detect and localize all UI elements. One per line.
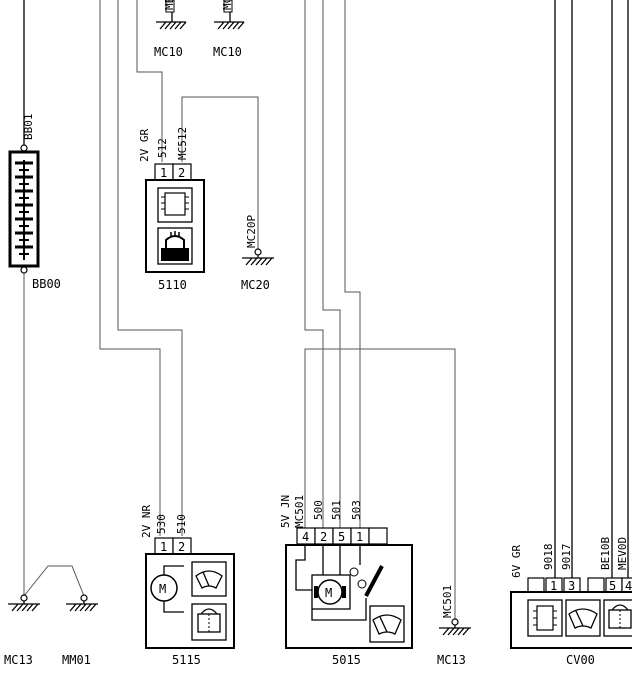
connector-cv00-wire-1: 9018 xyxy=(542,544,555,571)
connector-cv00-wire-3: BE10B xyxy=(599,537,612,570)
wire-label-top-me: ME xyxy=(163,0,176,10)
ground-label-mc10-b: MC10 xyxy=(213,45,242,59)
ground-label-mc10-a: MC10 xyxy=(154,45,183,59)
connector-cv00-pin-3: 5 xyxy=(609,579,616,593)
wiper-motor-icon: M xyxy=(295,545,384,621)
svg-text:M: M xyxy=(325,586,332,600)
ground-label-mc13-a: MC13 xyxy=(4,653,33,667)
connector-5115: 1 2 xyxy=(154,537,192,555)
wire-label-top-mc: MC xyxy=(221,0,234,10)
connector-5115-wire-1: 530 xyxy=(155,514,168,534)
node-bb01 xyxy=(20,144,28,152)
wiper-icon xyxy=(565,599,601,637)
wire-label-mc20p: MC20P xyxy=(245,215,258,248)
wire-500 xyxy=(304,0,324,528)
wire-510 xyxy=(117,0,183,536)
ground-label-mc20: MC20 xyxy=(241,278,270,292)
wire-mc501 xyxy=(304,348,456,620)
connector-5015-pin-1: 4 xyxy=(302,530,309,544)
washer-icon xyxy=(603,599,632,637)
connector-5110-pin-1: 1 xyxy=(160,166,167,180)
connector-cv00-wire-2: 9017 xyxy=(560,544,573,571)
connector-5110-wire-2: MC512 xyxy=(176,127,189,160)
connector-5015-wire-1: MC501 xyxy=(293,495,306,528)
connector-5110-header: 2V GR xyxy=(138,129,151,162)
label-5015: 5015 xyxy=(332,653,361,667)
motor-icon: M xyxy=(150,565,184,613)
connector-5015-pin-4: 1 xyxy=(356,530,363,544)
node-mc13-a xyxy=(20,594,28,602)
connector-cv00-pin-4: 4 xyxy=(625,579,632,593)
ground-label-mm01: MM01 xyxy=(62,653,91,667)
wiper-icon xyxy=(369,605,405,643)
connector-5015-pin-3: 5 xyxy=(338,530,345,544)
ground-icon xyxy=(214,21,245,30)
connector-5115-header: 2V NR xyxy=(140,505,153,538)
washer-pump-icon xyxy=(157,227,193,265)
ground-icon xyxy=(156,21,187,30)
wiper-icon xyxy=(191,561,227,597)
node-bb00 xyxy=(20,266,28,274)
ground-icon xyxy=(8,603,40,612)
connector-5110: 1 2 xyxy=(154,163,192,181)
wires xyxy=(23,0,629,620)
battery-icon xyxy=(8,150,40,268)
connector-cv00-pin-2: 3 xyxy=(568,579,575,593)
connector-cv00-wire-4: MEV0D xyxy=(616,537,629,570)
connector-5015-pin-2: 2 xyxy=(320,530,327,544)
label-5110: 5110 xyxy=(158,278,187,292)
connector-5115-pin-2: 2 xyxy=(178,540,185,554)
node-mc13-b xyxy=(451,618,459,626)
wire-530 xyxy=(99,0,161,536)
wire-501 xyxy=(322,0,341,528)
ground-icon xyxy=(242,257,274,266)
node-mm01 xyxy=(80,594,88,602)
connector-cv00: 1 3 5 4 xyxy=(527,577,632,593)
ground-label-mc13-b: MC13 xyxy=(437,653,466,667)
node-mc20 xyxy=(254,248,262,256)
connector-5015-wire-4: 503 xyxy=(350,500,363,520)
ground-icon xyxy=(439,627,471,636)
ground-mc10-b: MC xyxy=(214,0,245,30)
wire-503 xyxy=(344,0,361,528)
washer-icon xyxy=(191,603,227,641)
chip-icon xyxy=(157,187,193,223)
chip-icon xyxy=(527,599,563,637)
connector-5115-pin-1: 1 xyxy=(160,540,167,554)
ground-mc10-a: ME xyxy=(156,0,187,30)
svg-text:M: M xyxy=(159,582,166,596)
connector-5015: 4 2 5 1 xyxy=(296,527,388,545)
connector-5110-pin-2: 2 xyxy=(178,166,185,180)
wire-512 xyxy=(136,0,163,162)
wire-label-mc501-ground: MC501 xyxy=(441,585,454,618)
label-bb00: BB00 xyxy=(32,277,61,291)
connector-5015-header: 5V JN xyxy=(279,495,292,528)
label-bb01: BB01 xyxy=(22,114,35,141)
ground-icon xyxy=(66,603,98,612)
wire-mm01 xyxy=(23,565,85,597)
connector-5015-wire-2: 500 xyxy=(312,500,325,520)
label-5115: 5115 xyxy=(172,653,201,667)
label-cv00: CV00 xyxy=(566,653,595,667)
connector-5115-wire-2: 510 xyxy=(175,514,188,534)
wire-mc512 xyxy=(181,96,259,250)
connector-5110-wire-1: 512 xyxy=(156,138,169,158)
connector-cv00-pin-1: 1 xyxy=(550,579,557,593)
connector-5015-wire-3: 501 xyxy=(330,500,343,520)
connector-cv00-header: 6V GR xyxy=(510,545,523,578)
